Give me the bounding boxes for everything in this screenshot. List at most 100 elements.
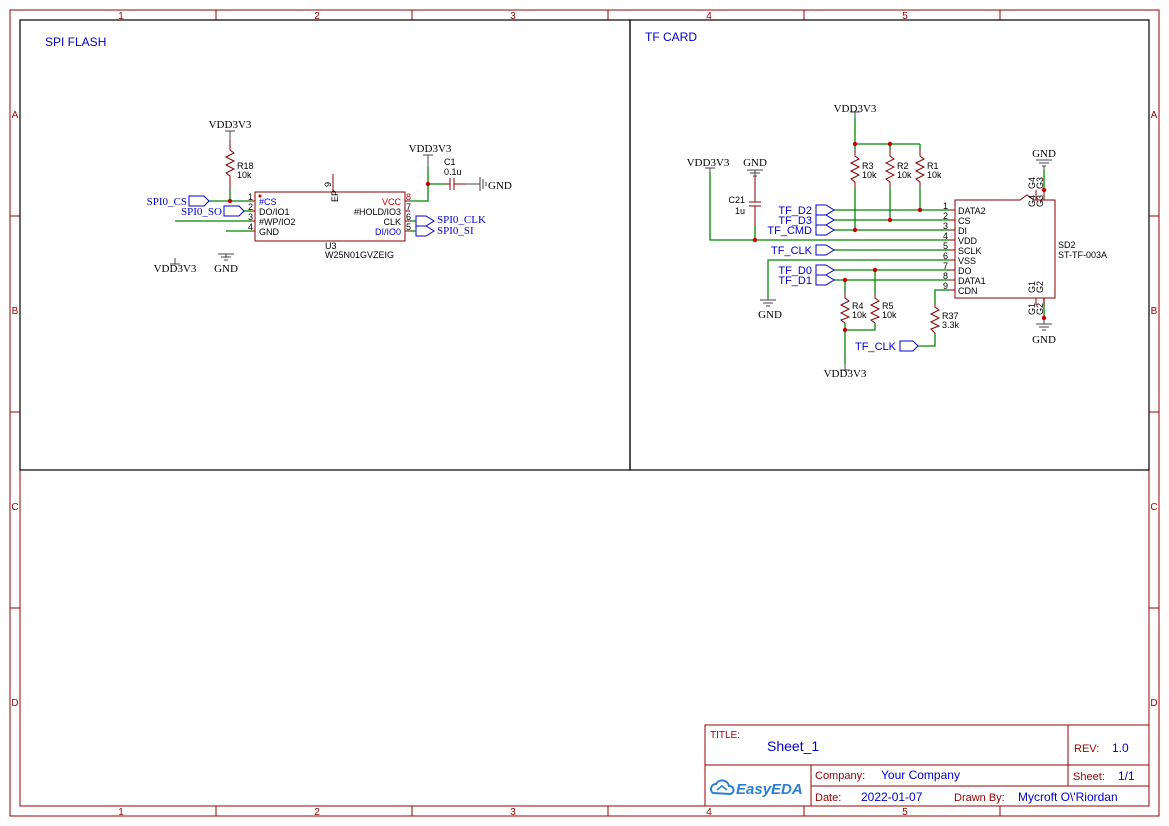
tf-card-section	[629, 19, 1150, 471]
net-port-spi0-clk	[415, 215, 435, 227]
sd2-pin9-name: CDN	[958, 286, 978, 296]
sd2-pin2-num: 2	[943, 211, 948, 221]
u3-pin8-name: VCC	[382, 197, 402, 207]
net-label-tf-d3: TF_D3	[778, 215, 812, 227]
u3-pin7-num: 7	[406, 202, 411, 212]
sd2-pin4-name: VDD	[958, 236, 978, 246]
u3-ep-name: EP	[330, 190, 340, 202]
junction-r45	[842, 327, 848, 333]
r5-ref: R5	[882, 301, 894, 311]
net-port-tf-clk	[815, 244, 835, 256]
net-label-tf-cmd: TF_CMD	[767, 225, 812, 237]
sd2-g4-inner: G4	[1027, 195, 1037, 207]
company-label: Company:	[815, 770, 865, 782]
r4-ref: R4	[852, 301, 864, 311]
sd2-g1-inner: G1	[1027, 281, 1037, 293]
gnd-label-sd-top: GND	[1032, 148, 1056, 160]
drawn-by-value: Mycroft O\'Riordan	[1018, 790, 1118, 804]
sd2-pin5-name: SCLK	[958, 246, 982, 256]
sd2-pin2-name: CS	[958, 216, 971, 226]
title-label: TITLE:	[710, 730, 740, 741]
vdd-label-r18: VDD3V3	[209, 119, 252, 131]
frame-col-3-bottom: 3	[510, 807, 516, 818]
frame-col-3-top: 3	[510, 11, 516, 22]
net-label-spi0-cs: SPI0_CS	[147, 196, 187, 208]
r5-value: 10k	[882, 310, 897, 320]
u3-pin3-name: #WP/IO2	[259, 217, 296, 227]
u3-pin8-num: 8	[406, 192, 411, 202]
r3-value: 10k	[862, 170, 877, 180]
date-value: 2022-01-07	[861, 790, 923, 804]
gnd-label-c21: GND	[743, 157, 767, 169]
sd2-pin1-num: 1	[943, 201, 948, 211]
sheet-value: 1/1	[1118, 769, 1135, 783]
u3-part: W25N01GVZEIG	[325, 250, 394, 260]
frame-row-c-left: C	[11, 502, 18, 513]
u3-pin1-dot	[258, 194, 262, 198]
frame-row-b-left: B	[12, 306, 19, 317]
frame-row-b-right: B	[1151, 306, 1158, 317]
r3-ref: R3	[862, 161, 874, 171]
frame-col-1-top: 1	[118, 11, 124, 22]
frame-row-c-right: C	[1150, 502, 1157, 513]
drawn-by-label: Drawn By:	[954, 792, 1005, 804]
vdd-label-c1: VDD3V3	[409, 143, 452, 155]
sd2-g3-outer: G3	[1035, 177, 1045, 189]
u3-pin2-name: DO/IO1	[259, 207, 290, 217]
net-port-tf-d0	[815, 264, 835, 276]
u3-pin4-name: GND	[259, 227, 280, 237]
c1-ref: C1	[444, 157, 456, 167]
vdd-label-c21: VDD3V3	[687, 157, 730, 169]
frame-col-2-top: 2	[314, 11, 320, 22]
net-label-tf-d0: TF_D0	[778, 265, 812, 277]
frame-row-d-right: D	[1150, 698, 1157, 709]
sd2-pin8-num: 8	[943, 271, 948, 281]
net-port-tf-cmd	[815, 224, 835, 236]
u3-pin6-name: CLK	[383, 217, 401, 227]
spi-flash-title: SPI FLASH	[45, 35, 106, 49]
vdd-label-r45: VDD3V3	[824, 368, 867, 380]
net-label-tf-d2: TF_D2	[778, 205, 812, 217]
u3-ep-num: 9	[323, 182, 333, 187]
sd2-pin6-num: 6	[943, 251, 948, 261]
u3-ref: U3	[325, 241, 337, 251]
net-port-spi0-cs	[188, 195, 210, 207]
sd2-g1-outer: G1	[1027, 303, 1037, 315]
sd2-g2-inner: G2	[1035, 281, 1045, 293]
sd2-part: ST-TF-003A	[1058, 250, 1107, 260]
junction-r-top-mid	[887, 141, 893, 147]
vdd-label-wp: VDD3V3	[154, 263, 197, 275]
junction-d1	[842, 277, 848, 283]
c21-ref: C21	[728, 195, 745, 205]
sd2-pin7-name: DO	[958, 266, 972, 276]
net-label-tf-clk: TF_CLK	[771, 245, 813, 257]
gnd-label-c1: GND	[488, 180, 512, 192]
net-label-spi0-clk: SPI0_CLK	[437, 214, 486, 226]
r4-resistor	[839, 294, 851, 324]
gnd-label-sd-bottom: GND	[1032, 334, 1056, 346]
r1-resistor	[914, 150, 926, 188]
r18-value: 10k	[237, 170, 252, 180]
easyeda-logo: EasyEDA	[710, 779, 803, 798]
c21-capacitor	[749, 176, 761, 225]
r18-resistor	[224, 140, 236, 190]
r2-ref: R2	[897, 161, 909, 171]
r18-ref: R18	[237, 161, 254, 171]
date-label: Date:	[815, 792, 841, 804]
tf-card-wires	[709, 118, 1045, 364]
junction-d2	[917, 207, 923, 213]
gnd-symbol-vss	[760, 298, 776, 307]
u3-pin4-num: 4	[248, 222, 253, 232]
u3-pin3-num: 3	[248, 212, 253, 222]
sd2-pin6-name: VSS	[958, 256, 976, 266]
junction-sd-gnd-bottom	[1041, 315, 1047, 321]
r37-resistor	[929, 303, 941, 334]
sheet-label: Sheet:	[1073, 771, 1105, 783]
frame-row-d-left: D	[11, 698, 18, 709]
junction-spi-vcc	[425, 181, 431, 187]
net-label-tf-clk-cdn: TF_CLK	[855, 341, 897, 353]
net-label-tf-d1: TF_D1	[778, 275, 812, 287]
gnd-label-u3: GND	[214, 263, 238, 275]
sd2-pin4-num: 4	[943, 231, 948, 241]
